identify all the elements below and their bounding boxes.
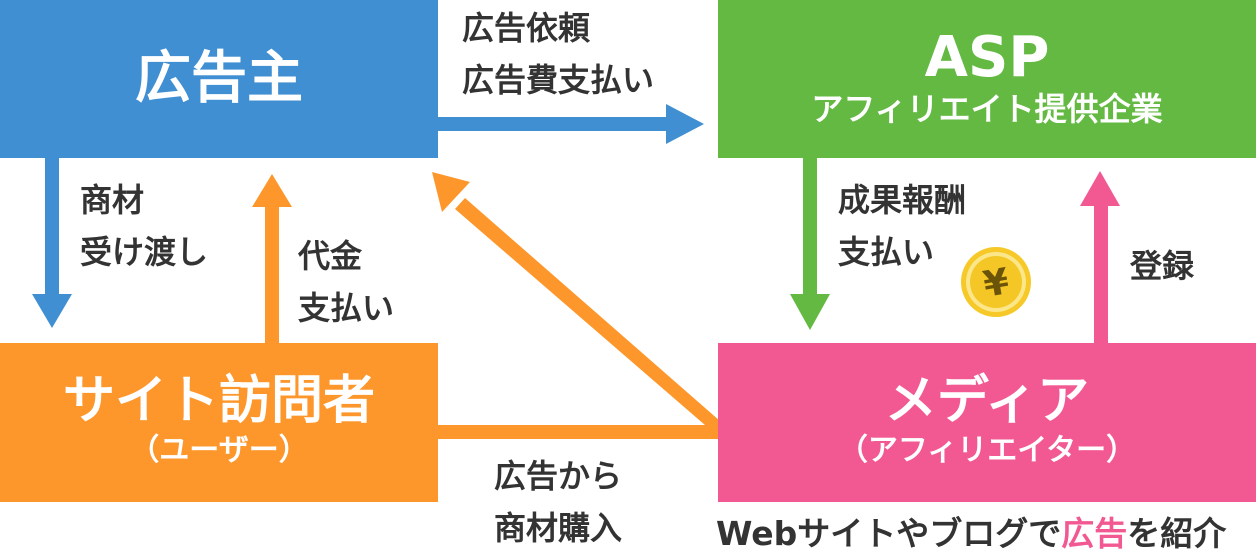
edge-label-ad-request: 広告依頼 広告費支払い <box>462 2 654 106</box>
node-visitor: サイト訪問者 （ユーザー） <box>0 343 438 502</box>
node-visitor-title: サイト訪問者 <box>62 370 375 431</box>
node-visitor-subtitle: （ユーザー） <box>129 433 309 469</box>
edge-label-line: 支払い <box>838 233 935 271</box>
node-asp-subtitle: アフィリエイト提供企業 <box>811 90 1163 128</box>
edge-label-payment: 代金 支払い <box>298 230 394 334</box>
edge-label-line: 広告から <box>494 457 623 495</box>
arrow-advertiser-to-asp <box>438 104 704 144</box>
yen-coin-icon: ¥ <box>961 247 1031 317</box>
arrow-media-to-asp <box>1080 171 1120 343</box>
edge-label-line: 支払い <box>298 289 395 327</box>
caption-text-before: Webサイトやブログで <box>716 514 1062 553</box>
edge-label-goods-delivery: 商材 受け渡し <box>80 174 208 278</box>
media-caption: Webサイトやブログで広告を紹介 <box>716 512 1226 556</box>
node-advertiser-title: 広告主 <box>135 46 303 112</box>
edge-label-line: 広告費支払い <box>462 61 655 99</box>
node-media-subtitle: （アフィリエイター） <box>837 433 1137 469</box>
node-media-title: メディア <box>884 370 1090 431</box>
arrow-advertiser-to-visitor <box>32 158 72 328</box>
edge-label-register: 登録 <box>1130 240 1194 292</box>
edge-label-line: 商材 <box>80 181 145 219</box>
node-media: メディア （アフィリエイター） <box>718 343 1256 502</box>
edge-label-purchase-from-ad: 広告から 商材購入 <box>494 450 622 554</box>
edge-label-line: 商材購入 <box>494 509 623 547</box>
edge-label-line: 成果報酬 <box>838 181 967 219</box>
caption-text-after: を紹介 <box>1127 514 1227 553</box>
node-asp: ASP アフィリエイト提供企業 <box>718 0 1256 158</box>
arrow-asp-to-media <box>790 158 830 330</box>
edge-label-reward-payment: 成果報酬 支払い <box>838 174 966 278</box>
edge-label-line: 広告依頼 <box>462 9 591 47</box>
caption-highlight: 広告 <box>1061 514 1128 553</box>
arrow-visitor-to-advertiser <box>252 174 292 343</box>
edge-label-line: 受け渡し <box>80 233 209 271</box>
arrow-purchase-via-media <box>432 172 720 439</box>
edge-label-line: 代金 <box>298 237 363 275</box>
node-asp-title: ASP <box>924 25 1050 91</box>
node-advertiser: 広告主 <box>0 0 438 158</box>
edge-label-line: 登録 <box>1130 247 1195 285</box>
